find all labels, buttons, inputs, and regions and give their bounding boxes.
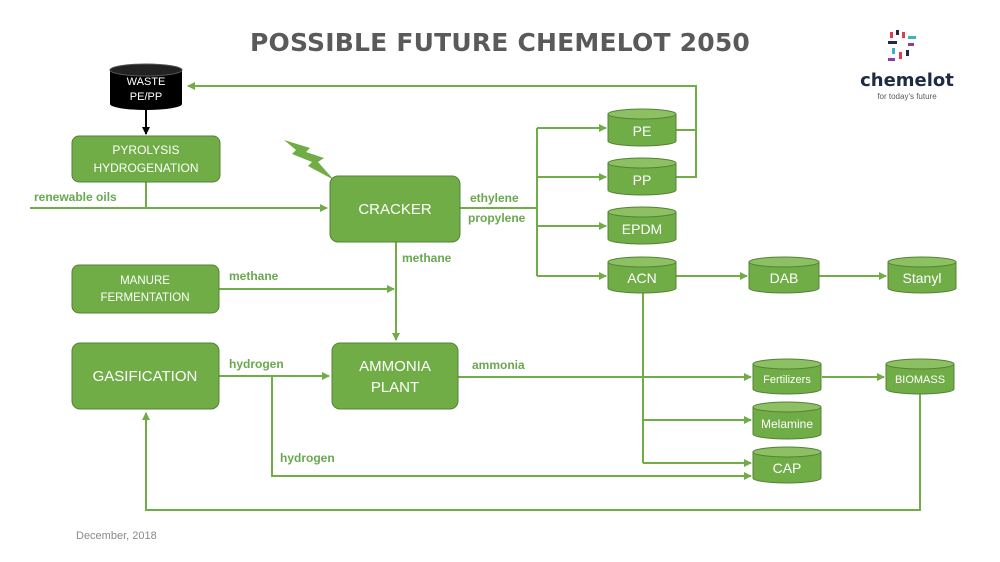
recycle-line-top (187, 82, 697, 130)
energy-bolt-icon (284, 140, 334, 180)
methane-cracker-label: methane (402, 251, 452, 265)
pe-label: PE (633, 123, 652, 139)
ethylene-label: ethylene (470, 191, 519, 205)
biomass-label: BIOMASS (895, 374, 945, 386)
chemelot-logo: chemelot for today's future (852, 28, 962, 108)
logo-name: chemelot (860, 70, 954, 91)
biomass-to-gasification-arrow (142, 392, 921, 511)
fertilizers-tank: Fertilizers (752, 358, 822, 395)
melamine-tank: Melamine (752, 401, 822, 440)
pe-tank: PE (607, 108, 677, 147)
waste-label-2: PE/PP (130, 91, 162, 103)
methane-manure-label: methane (229, 269, 279, 283)
renewable-oils-label: renewable oils (34, 190, 117, 204)
pyrolysis-label-1: PYROLYSIS (112, 143, 179, 157)
recycle-to-waste-arrow (676, 129, 697, 178)
ammonia-plant-box: AMMONIA PLANT (331, 342, 459, 410)
acn-tank: ACN (607, 256, 677, 294)
ammonia-label-1: AMMONIA (359, 358, 431, 375)
fertilizers-label: Fertilizers (763, 374, 811, 386)
cracker-label: CRACKER (358, 201, 432, 218)
manure-label-2: FERMENTATION (100, 292, 189, 304)
manure-label-1: MANURE (120, 275, 170, 287)
dab-label: DAB (770, 270, 799, 286)
page-title: POSSIBLE FUTURE CHEMELOT 2050 (249, 28, 751, 57)
waste-label-1: WASTE (127, 76, 166, 88)
propylene-label: propylene (468, 211, 526, 225)
gasification-label: GASIFICATION (93, 368, 198, 385)
gasification-box: GASIFICATION (71, 342, 220, 410)
epdm-label: EPDM (622, 221, 662, 237)
cap-label: CAP (773, 460, 802, 476)
cap-tank: CAP (752, 446, 822, 484)
footer-date: December, 2018 (76, 530, 157, 542)
hydrogen-top-label: hydrogen (229, 357, 284, 371)
acn-label: ACN (627, 270, 657, 286)
cracker-box: CRACKER (329, 175, 461, 243)
pp-tank: PP (607, 157, 677, 196)
logo-mark-icon (888, 30, 916, 61)
stanyl-label: Stanyl (903, 270, 942, 286)
hydrogen-to-cap-arrow (271, 376, 752, 480)
pyrolysis-box: PYROLYSIS HYDROGENATION (71, 135, 221, 183)
pp-label: PP (633, 172, 652, 188)
logo-tagline: for today's future (877, 92, 937, 101)
ammonia-label-2: PLANT (371, 379, 419, 396)
manure-box: MANURE FERMENTATION (71, 264, 220, 314)
melamine-label: Melamine (761, 417, 813, 431)
stanyl-tank: Stanyl (887, 256, 957, 294)
epdm-tank: EPDM (607, 206, 677, 245)
waste-drum: WASTE PE/PP (109, 63, 183, 110)
ammonia-flow-label: ammonia (472, 358, 525, 372)
hydrogen-bottom-label: hydrogen (280, 451, 335, 465)
dab-tank: DAB (748, 256, 820, 294)
pyrolysis-label-2: HYDROGENATION (93, 161, 198, 175)
biomass-tank: BIOMASS (885, 358, 955, 395)
